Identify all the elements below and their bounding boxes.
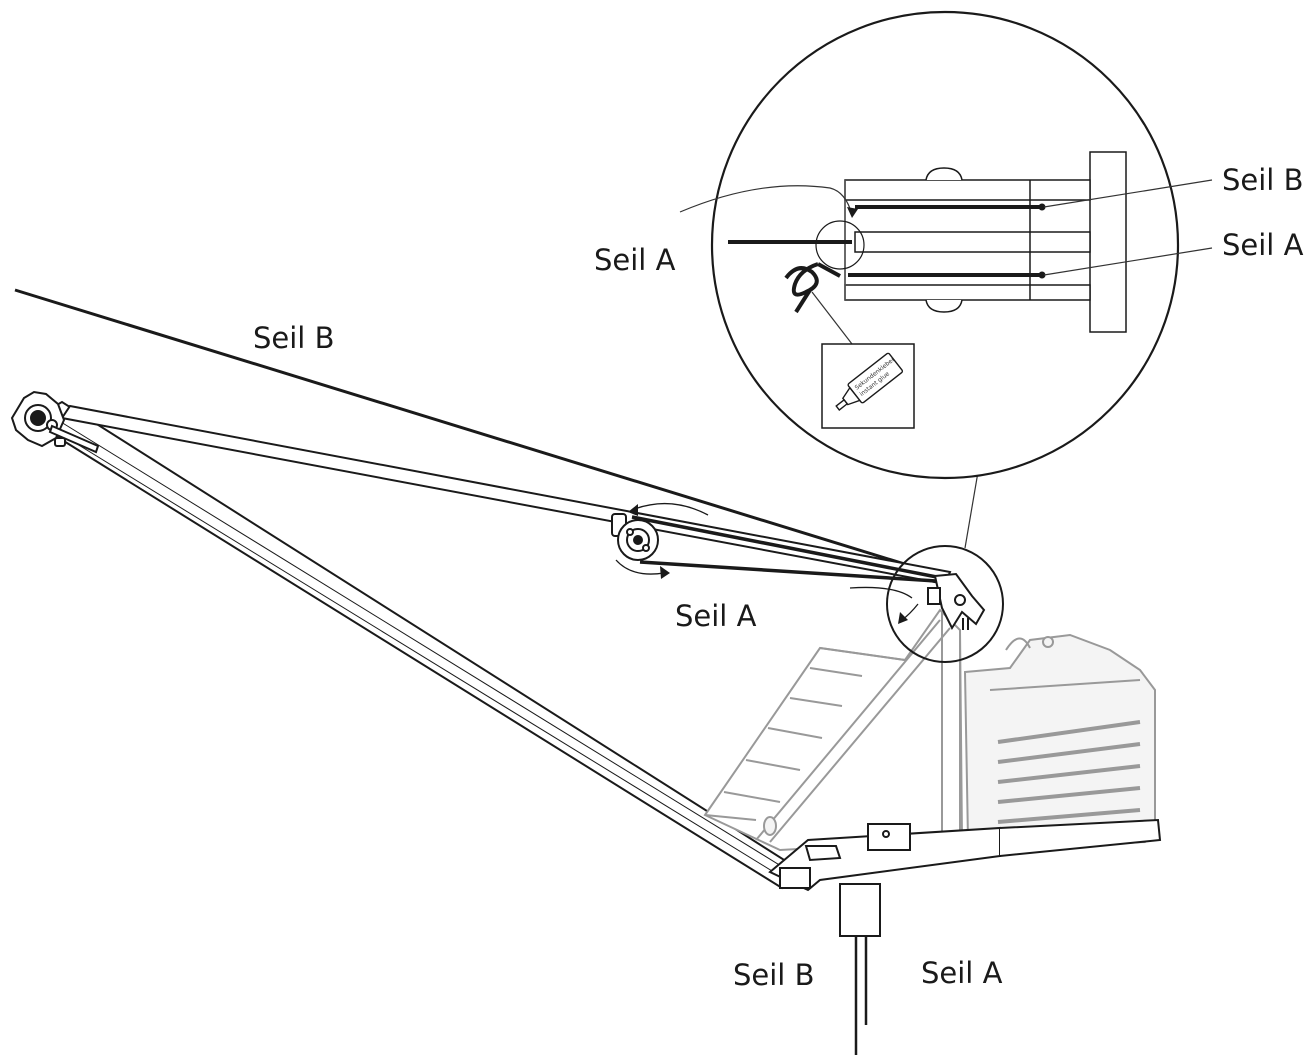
rope-direction-arrows xyxy=(615,502,919,624)
ropes-down xyxy=(854,936,868,1055)
detail-label-leaders xyxy=(679,179,1213,345)
detail-leader-line xyxy=(964,471,979,549)
label-seil-b-bottom: Seil B xyxy=(733,958,814,992)
detail-zoom: Sekundenkleber instant glue xyxy=(679,10,1213,480)
winch-machine xyxy=(703,608,1156,852)
drum-frame xyxy=(844,151,1127,333)
label-seil-a-mid: Seil A xyxy=(675,599,757,633)
glue-tube-icon: Sekundenkleber instant glue xyxy=(821,343,915,429)
label-seil-b-detail-right: Seil B xyxy=(1222,163,1303,197)
label-seil-a-bottom: Seil A xyxy=(921,956,1003,990)
label-seil-a-detail-left: Seil A xyxy=(594,243,676,277)
rope-a-loop xyxy=(631,515,953,584)
rope-b-main xyxy=(14,288,951,580)
label-seil-a-detail-right: Seil A xyxy=(1222,228,1304,262)
base-plate xyxy=(768,818,1162,937)
middle-pulley-icon xyxy=(611,513,659,561)
detail-ropes xyxy=(728,203,1046,314)
boom-head-bracket xyxy=(927,572,986,631)
detail-marker-circle xyxy=(886,545,1004,663)
boom-tip-pulley-icon xyxy=(10,390,100,454)
label-seil-b-main: Seil B xyxy=(253,321,334,355)
